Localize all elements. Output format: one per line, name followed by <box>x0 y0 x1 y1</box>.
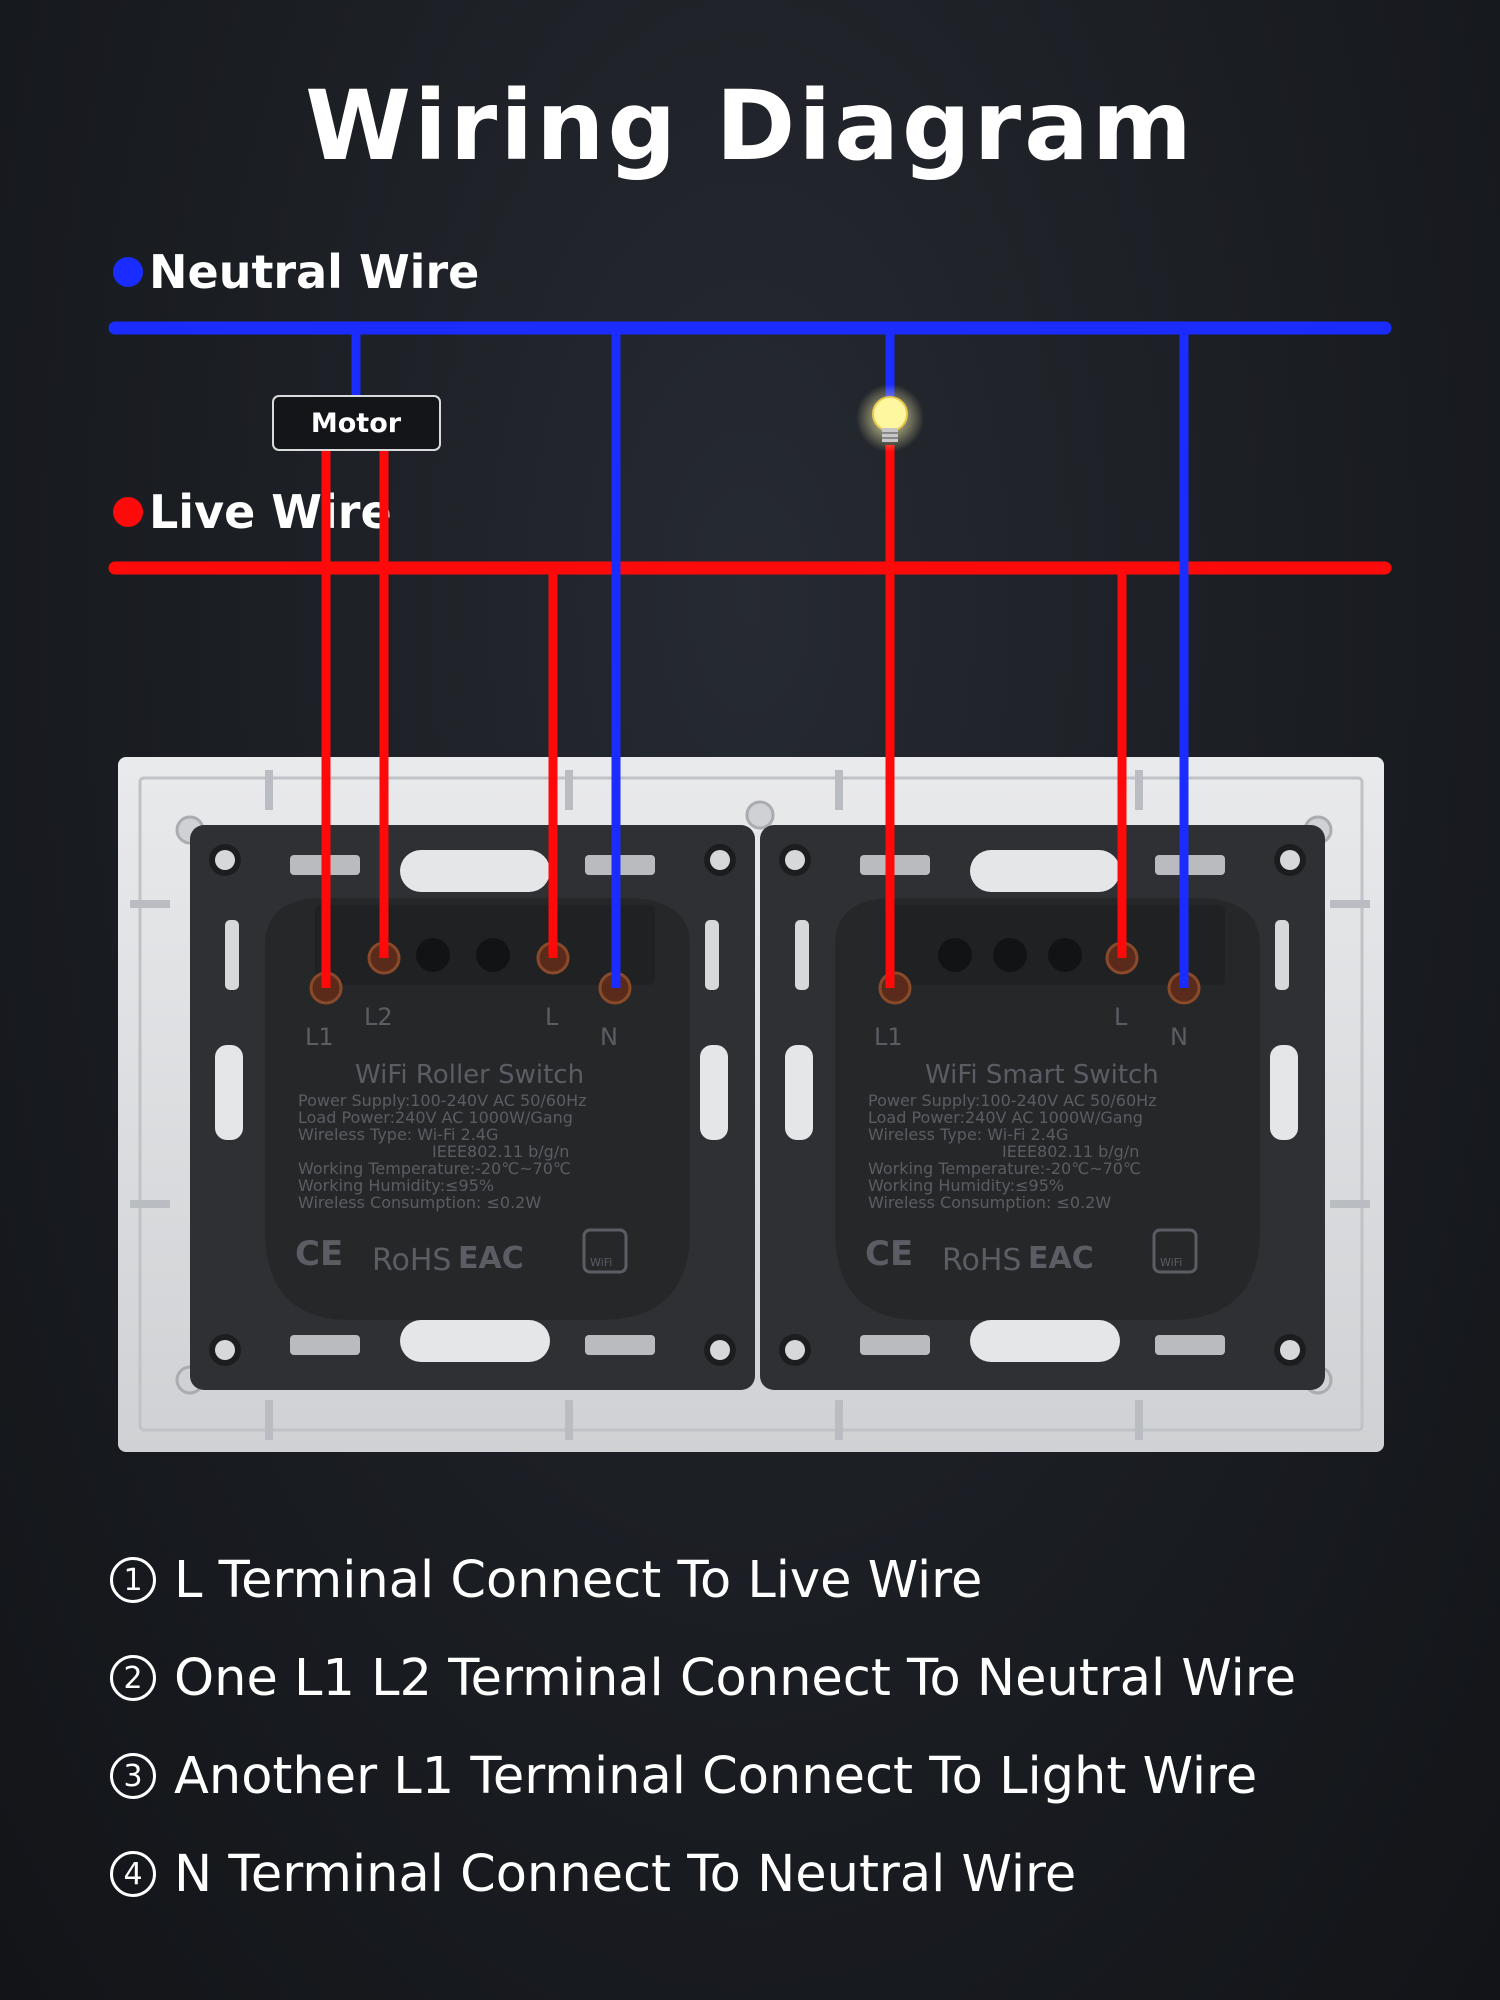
eac-mark: EAC <box>458 1241 524 1276</box>
rohs-mark: RoHS <box>942 1243 1021 1278</box>
spec-line: Wireless Type: Wi-Fi 2.4G <box>868 1125 1068 1144</box>
spec-line: Load Power:240V AC 1000W/Gang <box>298 1108 573 1127</box>
neutral-dot-icon <box>113 257 143 287</box>
step-number-icon: 2 <box>110 1655 156 1701</box>
light-bulb-icon <box>856 384 924 452</box>
spec-line: Wireless Type: Wi-Fi 2.4G <box>298 1125 498 1144</box>
wifi-mark-icon <box>1152 1228 1198 1274</box>
spec-line: Working Humidity:≤95% <box>868 1176 1064 1195</box>
wifi-mark: WiFi <box>1160 1256 1182 1269</box>
spec-line: Working Humidity:≤95% <box>298 1176 494 1195</box>
instruction-item: 2 One L1 L2 Terminal Connect To Neutral … <box>110 1649 1296 1708</box>
spec-line: Power Supply:100-240V AC 50/60Hz <box>298 1091 587 1110</box>
terminal-label-l: L <box>1114 1003 1128 1031</box>
instruction-text: One L1 L2 Terminal Connect To Neutral Wi… <box>174 1648 1297 1708</box>
neutral-wire-label: Neutral Wire <box>113 245 479 299</box>
step-number-icon: 4 <box>110 1851 156 1897</box>
wifi-mark: WiFi <box>590 1256 612 1269</box>
spec-line: IEEE802.11 b/g/n <box>432 1142 569 1161</box>
module-name: WiFi Roller Switch <box>355 1060 584 1090</box>
module-1-labels: L1 L2 L N WiFi Roller Switch Power Suppl… <box>295 1003 628 1278</box>
spec-line: Power Supply:100-240V AC 50/60Hz <box>868 1091 1157 1110</box>
live-wire-label: Live Wire <box>113 485 392 539</box>
neutral-wire-text: Neutral Wire <box>149 245 480 299</box>
page-title: Wiring Diagram <box>305 70 1195 182</box>
terminal-holes <box>309 941 1201 1005</box>
instruction-text: Another L1 Terminal Connect To Light Wir… <box>174 1746 1258 1806</box>
step-number-icon: 1 <box>110 1557 156 1603</box>
terminal-label-n: N <box>1170 1023 1188 1051</box>
spec-line: Working Temperature:-20℃~70℃ <box>868 1159 1141 1178</box>
module-name: WiFi Smart Switch <box>925 1060 1159 1090</box>
module-2-labels: L1 L N WiFi Smart Switch Power Supply:10… <box>865 1003 1198 1278</box>
wifi-mark-icon <box>582 1228 628 1274</box>
live-wire-text: Live Wire <box>149 485 392 539</box>
terminal-label-l2: L2 <box>364 1003 393 1031</box>
spec-line: Load Power:240V AC 1000W/Gang <box>868 1108 1143 1127</box>
spec-line: Wireless Consumption: ≤0.2W <box>298 1193 541 1212</box>
live-dot-icon <box>113 497 143 527</box>
instruction-text: L Terminal Connect To Live Wire <box>174 1550 983 1610</box>
terminal-label-l1: L1 <box>305 1023 334 1051</box>
ce-mark: CE <box>295 1234 343 1274</box>
instruction-item: 4 N Terminal Connect To Neutral Wire <box>110 1845 1296 1904</box>
step-number-icon: 3 <box>110 1753 156 1799</box>
terminal-label-l1: L1 <box>874 1023 903 1051</box>
motor-box: Motor <box>272 395 441 451</box>
instruction-text: N Terminal Connect To Neutral Wire <box>174 1844 1077 1904</box>
eac-mark: EAC <box>1028 1241 1094 1276</box>
spec-line: Working Temperature:-20℃~70℃ <box>298 1159 571 1178</box>
instruction-list: 1 L Terminal Connect To Live Wire 2 One … <box>110 1551 1296 1947</box>
rohs-mark: RoHS <box>372 1243 451 1278</box>
instruction-item: 1 L Terminal Connect To Live Wire <box>110 1551 1296 1610</box>
motor-label: Motor <box>311 408 402 439</box>
terminal-label-l: L <box>545 1003 559 1031</box>
spec-line: IEEE802.11 b/g/n <box>1002 1142 1139 1161</box>
terminal-label-n: N <box>600 1023 618 1051</box>
spec-line: Wireless Consumption: ≤0.2W <box>868 1193 1111 1212</box>
instruction-item: 3 Another L1 Terminal Connect To Light W… <box>110 1747 1296 1806</box>
ce-mark: CE <box>865 1234 913 1274</box>
